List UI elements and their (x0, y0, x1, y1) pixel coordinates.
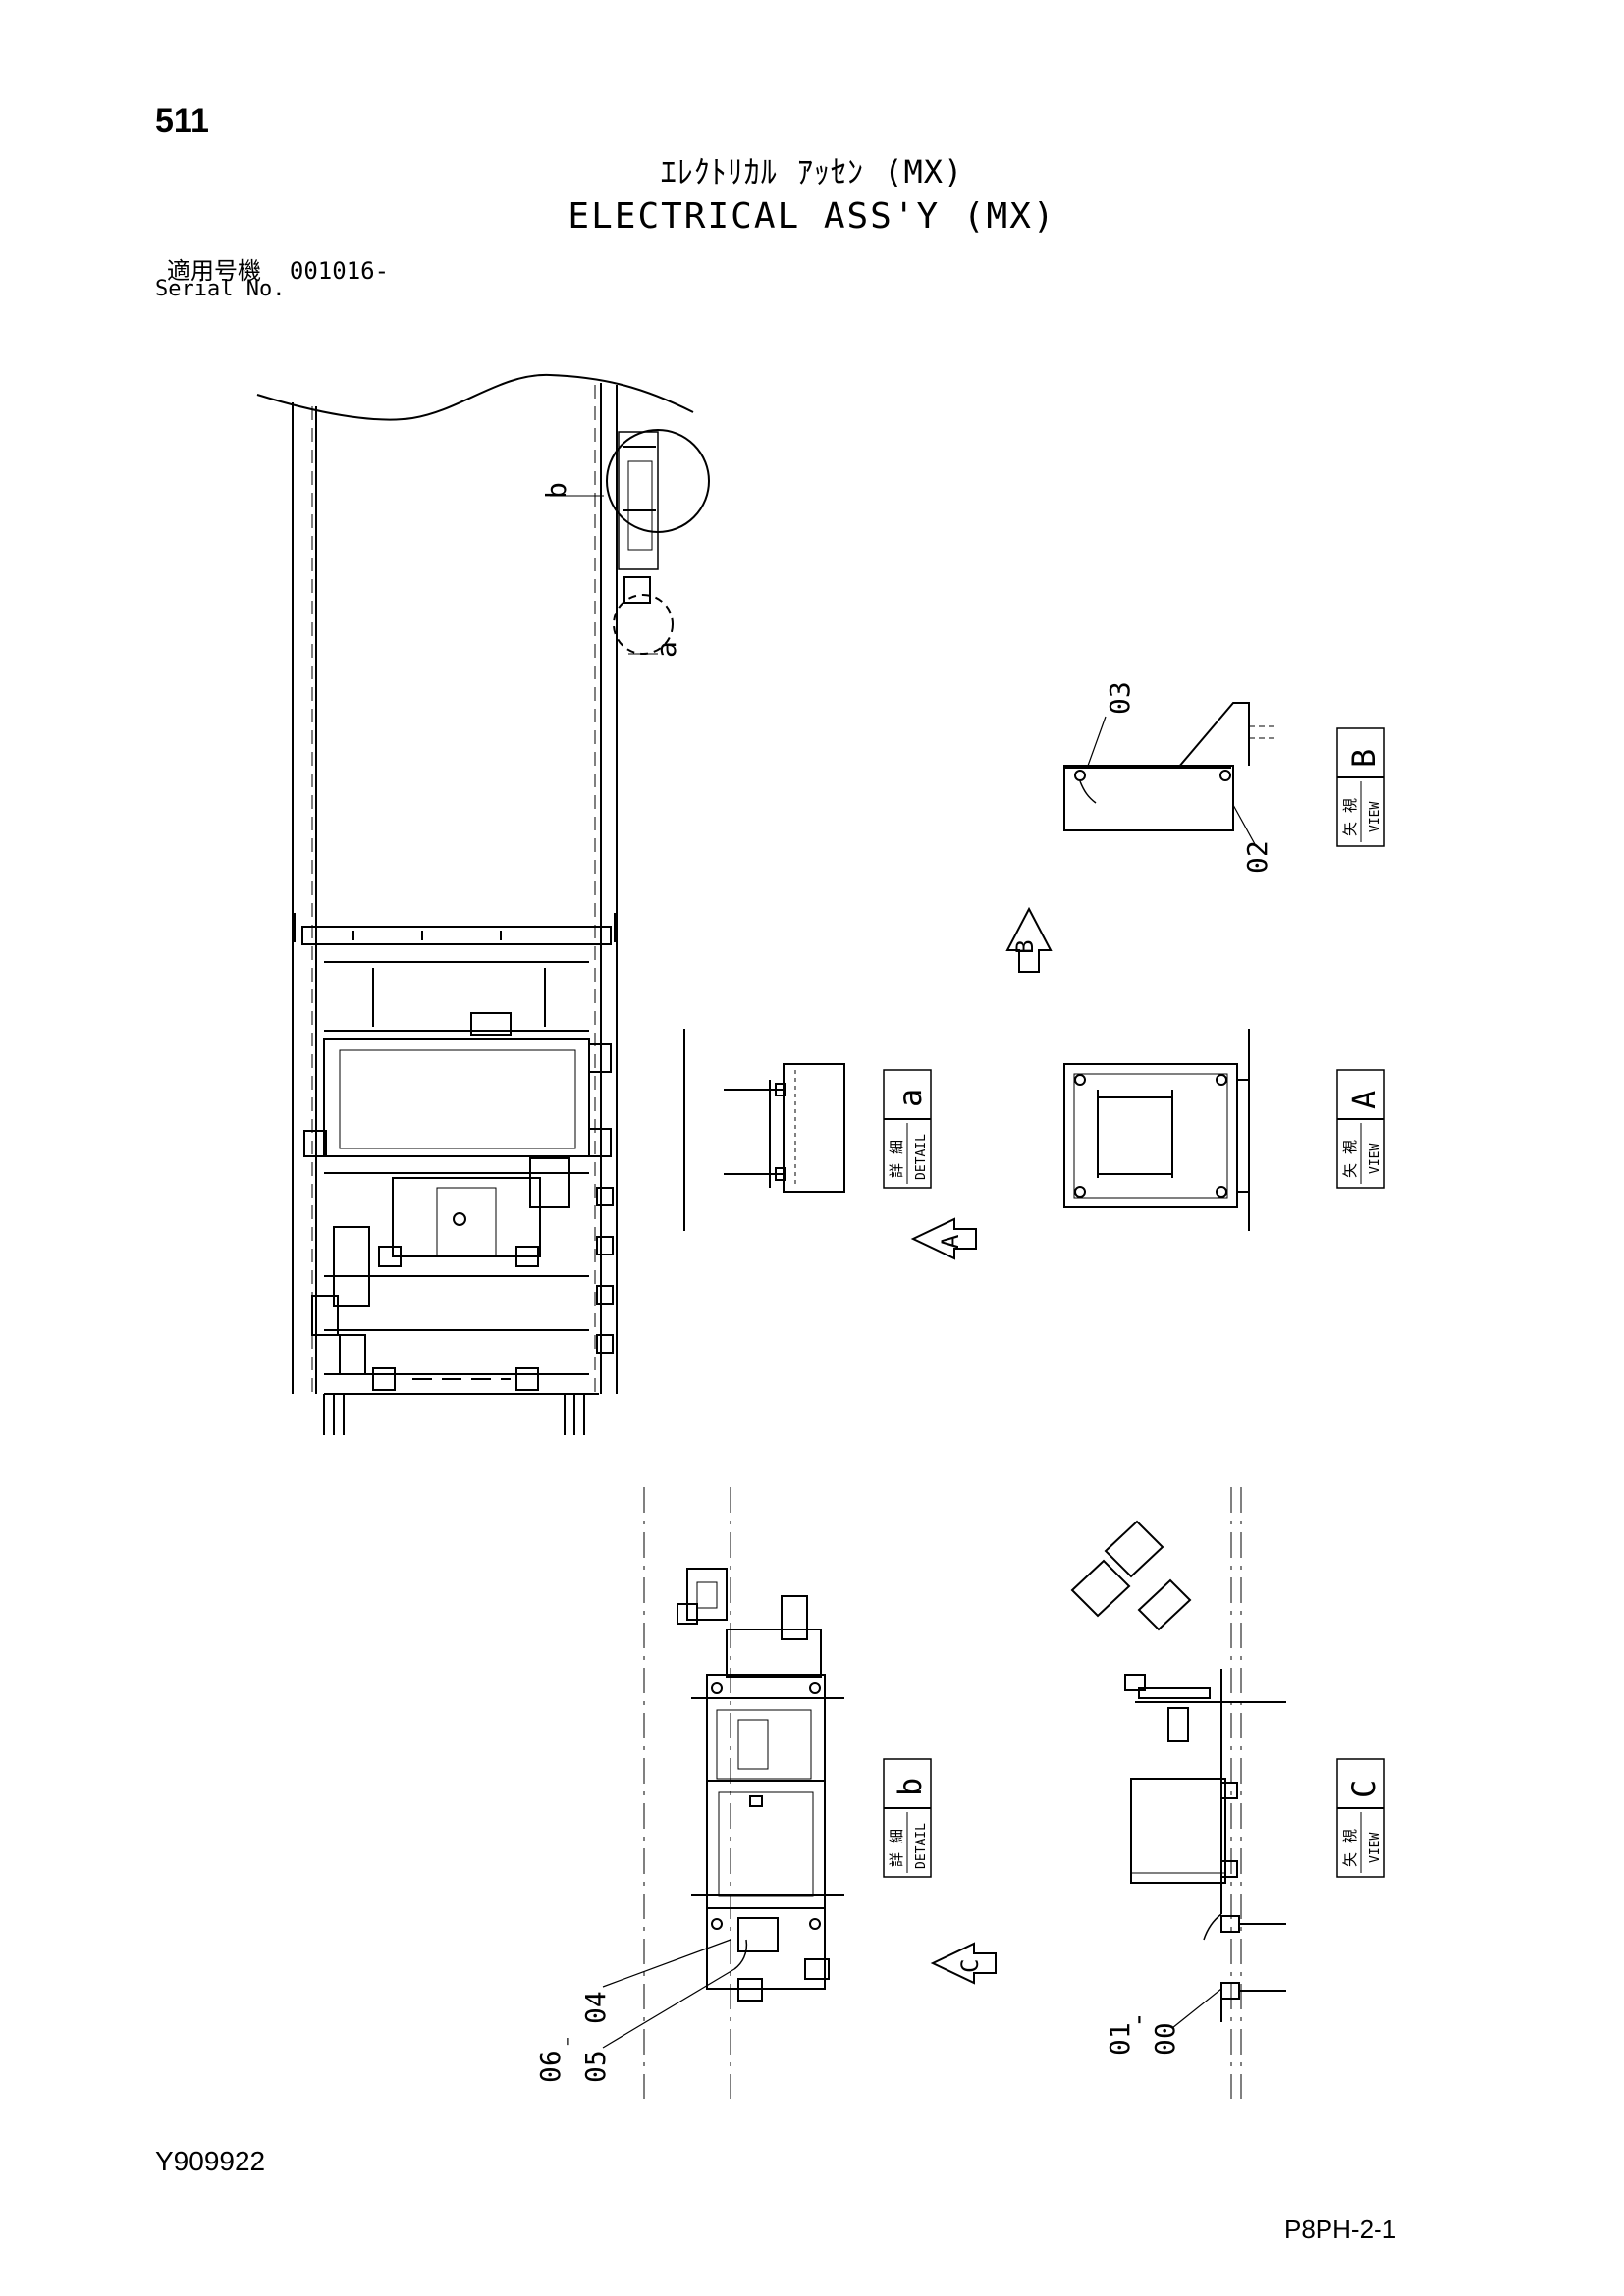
label-view-c-jp: 矢 視 (1341, 1829, 1359, 1867)
label-view-b-letter: B (1345, 749, 1382, 768)
view-arrow-c (930, 1942, 997, 1985)
circle-callout-b: b (540, 482, 572, 499)
part-number-06: 06 (534, 2050, 567, 2083)
label-view-c-en: VIEW (1368, 1833, 1382, 1863)
label-view-a-letter: A (1345, 1091, 1382, 1109)
label-detail-a-en: DETAIL (914, 1134, 929, 1180)
label-view-a-jp2: 視 (1341, 1140, 1359, 1154)
view-arrow-a (910, 1217, 977, 1260)
serial-label-english: Serial No. (155, 277, 286, 301)
label-detail-b-letter: b (892, 1778, 929, 1796)
label-detail-b-jp: 詳 細 (888, 1829, 905, 1867)
circle-callout-a: a (650, 641, 682, 658)
label-view-a-en: VIEW (1368, 1144, 1382, 1174)
label-detail-b: 詳 細 DETAIL b (883, 1758, 932, 1878)
part-number-02: 02 (1241, 840, 1273, 874)
label-view-c-jp2: 視 (1341, 1829, 1359, 1843)
label-view-c-jp1: 矢 (1341, 1852, 1359, 1867)
label-view-b: 矢 視 VIEW B (1336, 727, 1385, 847)
part-number-01: 01 (1104, 2022, 1136, 2056)
part-number-03: 03 (1104, 681, 1136, 715)
label-detail-a: 詳 細 DETAIL a (883, 1069, 932, 1189)
label-view-b-jp1: 矢 (1341, 822, 1359, 836)
serial-label-jp-text: 適用号機 (167, 257, 261, 285)
view-arrow-b-letter: B (1011, 940, 1039, 954)
label-view-b-jp2: 視 (1341, 798, 1359, 813)
page-number: 511 (155, 102, 209, 139)
label-view-a-jp1: 矢 (1341, 1163, 1359, 1178)
label-detail-b-en: DETAIL (914, 1823, 929, 1869)
label-detail-b-jp1: 詳 (888, 1852, 905, 1867)
part-separator-06-05: - (550, 2033, 582, 2050)
view-arrow-b (1005, 906, 1053, 973)
label-view-a: 矢 視 VIEW A (1336, 1069, 1385, 1189)
view-a-drawing (1063, 1029, 1250, 1231)
label-detail-b-jp2: 細 (888, 1829, 905, 1843)
label-view-b-en: VIEW (1368, 802, 1382, 832)
label-detail-a-jp2: 細 (888, 1140, 905, 1154)
drawing-code: Y909922 (155, 2146, 266, 2176)
part-number-00: 00 (1149, 2022, 1181, 2056)
label-view-a-jp: 矢 視 (1341, 1140, 1359, 1178)
title-japanese: ｴﾚｸﾄﾘｶﾙ ｱｯｾﾝ (MX) (660, 153, 964, 190)
label-detail-a-jp1: 詳 (888, 1163, 905, 1178)
label-detail-a-jp: 詳 細 (888, 1140, 905, 1178)
detail-a-drawing (683, 1029, 845, 1231)
label-detail-a-letter: a (892, 1089, 929, 1107)
view-arrow-a-letter: A (937, 1234, 964, 1249)
detail-b-drawing (602, 1487, 844, 2099)
main-frame-view (256, 373, 710, 1435)
page-reference: P8PH-2-1 (1284, 2215, 1397, 2244)
view-b-drawing (1063, 702, 1276, 845)
part-number-05: 05 (579, 2050, 612, 2083)
part-separator-01-00: - (1121, 2011, 1154, 2028)
serial-label-japanese: 適用号機 001016- (167, 251, 389, 286)
label-view-b-jp: 矢 視 (1341, 798, 1359, 836)
title-english: ELECTRICAL ASS'Y (MX) (568, 196, 1056, 237)
part-number-04: 04 (579, 1991, 612, 2024)
serial-value: 001016- (289, 257, 390, 285)
label-view-c-letter: C (1345, 1780, 1382, 1798)
view-c-drawing (1070, 1487, 1286, 2099)
view-arrow-c-letter: C (956, 1959, 984, 1973)
label-view-c: 矢 視 VIEW C (1336, 1758, 1385, 1878)
